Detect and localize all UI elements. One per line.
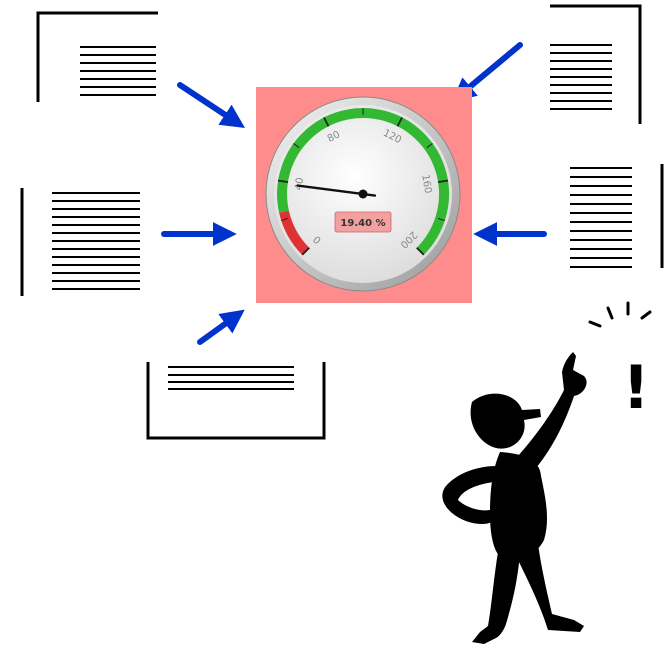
figure-left-leg [472,552,520,644]
figure-bent-arm [442,466,496,524]
gauge-major-tick [396,116,403,127]
figure-body [490,452,548,560]
gauge-major-tick [416,247,425,256]
gauge-major-tick [323,116,330,127]
gauge-minor-tick [293,143,300,148]
arrow-from-top-left [177,82,246,128]
thinking-person-silhouette [442,352,587,644]
gauge-minor-tick [281,217,289,222]
gauge-readout: 19.40 % [340,218,385,229]
figure-raised-arm [518,352,587,476]
gauge-minor-tick [437,217,445,222]
gauge-tick-label: 160 [419,174,433,195]
gauge-green-band [277,108,449,255]
arrow-from-top-right [451,42,523,102]
emphasis-rays [588,301,652,328]
gauge-readout-box [334,211,392,233]
gauge-ticks [277,108,449,256]
arrow-from-bottom [197,309,245,345]
gauge-red-band [279,210,310,255]
figure-head [470,393,541,449]
gauge-tick-label: 40 [293,177,306,191]
exclamation-group: ! [588,301,652,423]
arrows [161,42,547,345]
figure-right-leg [512,544,584,632]
document-icon-right [570,164,664,268]
document-icon-left [20,188,140,296]
exclamation-mark: ! [622,353,649,423]
document-icon-bottom [146,362,326,440]
gauge-major-tick [301,247,310,256]
gauge-major-tick [277,179,289,183]
gauge-minor-tick [426,143,433,148]
gauge-major-tick [437,179,449,183]
document-icon-top-left [36,11,158,102]
gauge-hub [358,189,368,199]
document-icon-top-right [550,4,642,124]
gauge-tick-label: 80 [326,129,342,145]
